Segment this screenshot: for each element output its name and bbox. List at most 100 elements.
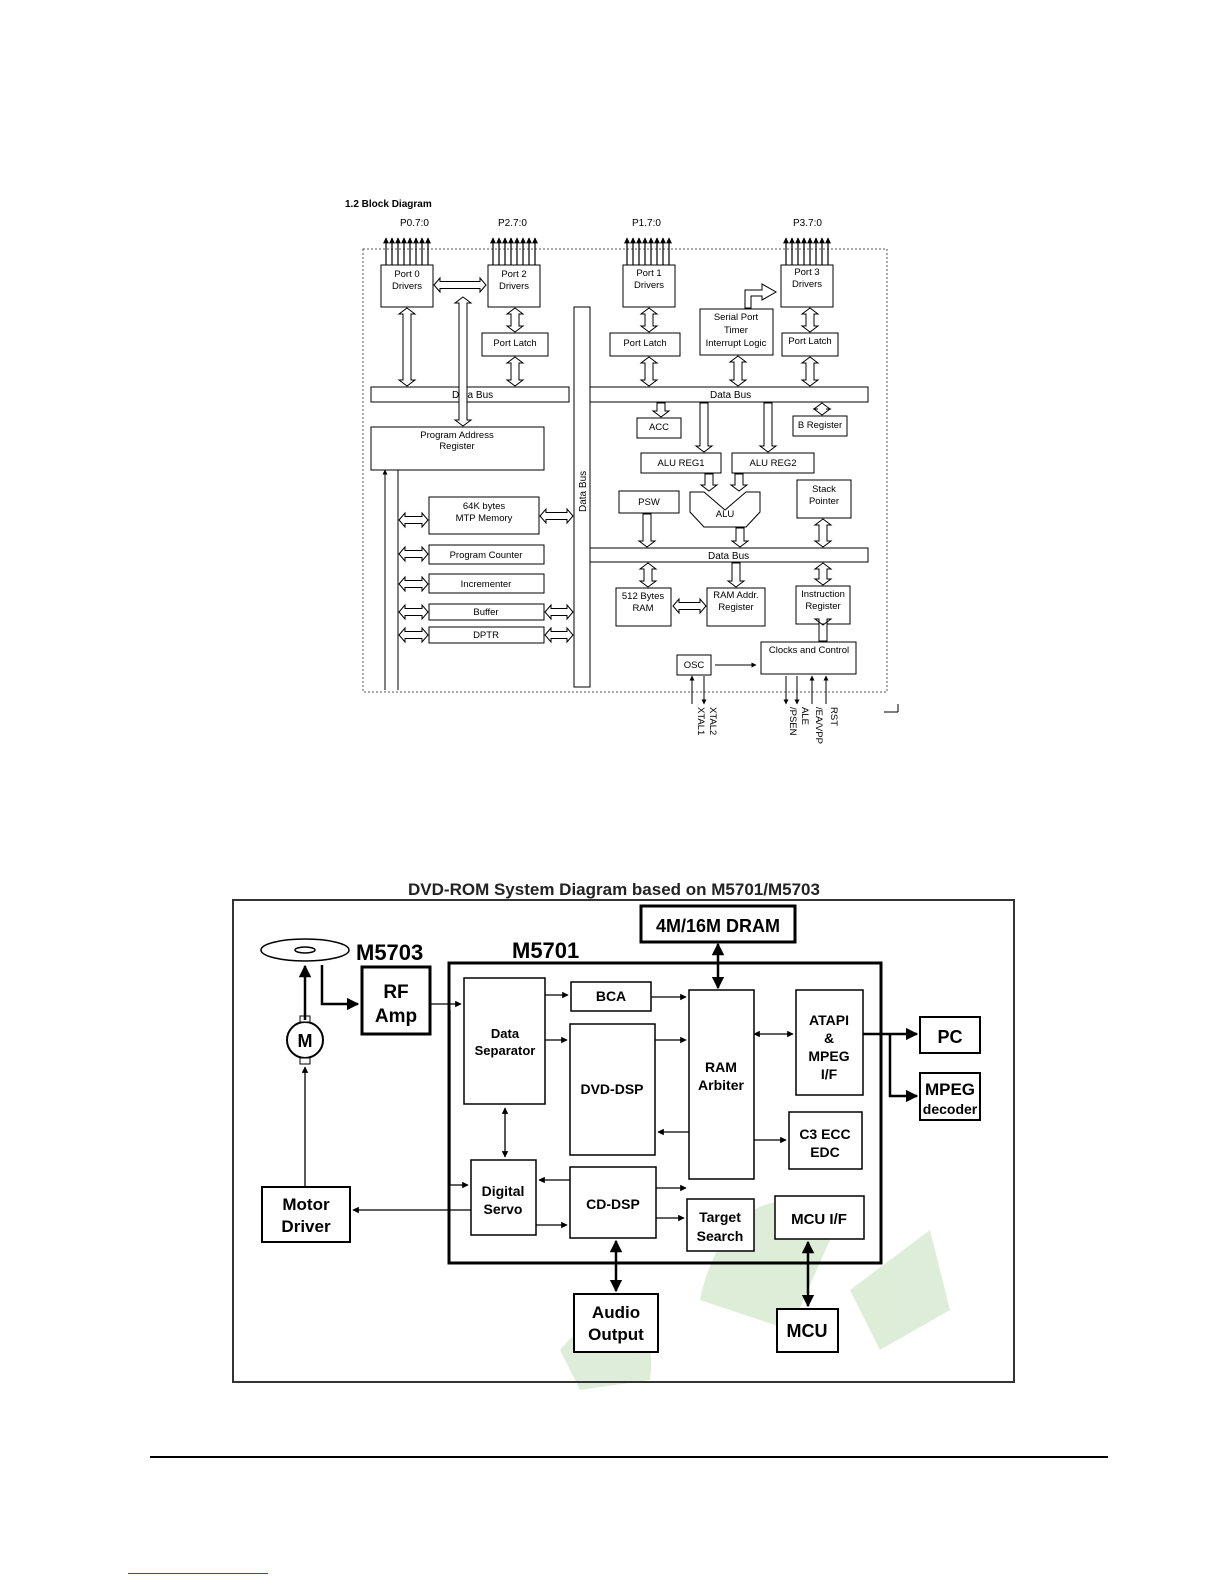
hollow-arrow	[433, 276, 487, 294]
port0-drivers	[380, 264, 434, 308]
dvd-dsp-block	[569, 1023, 656, 1156]
disc-icon	[260, 938, 350, 962]
port1-latch	[609, 332, 681, 357]
atapi-label: MPEG	[808, 1048, 849, 1064]
hollow-arrow	[398, 603, 429, 621]
mpeg-decoder-label: decoder	[923, 1101, 978, 1117]
pin-label: /EA/VPP	[813, 707, 824, 744]
chip-boundary	[362, 248, 888, 693]
ram-512-bytes	[615, 587, 672, 627]
data-separator-block	[463, 977, 546, 1105]
port-label-p3: P3.7:0	[793, 218, 822, 229]
hollow-arrow	[813, 562, 833, 586]
hollow-arrow	[505, 356, 525, 387]
alu-block	[689, 491, 761, 528]
hollow-arrow	[637, 513, 657, 548]
port2-latch-label: Port Latch	[493, 338, 536, 349]
hollow-arrow	[694, 402, 714, 453]
pa-register-label: Program Address	[420, 430, 494, 441]
audio-output-block	[573, 1293, 659, 1353]
instruction-register-label: Instruction	[801, 589, 845, 600]
rf-amp-block	[360, 965, 432, 1036]
buffer	[428, 603, 545, 621]
incrementer-label: Incrementer	[461, 579, 512, 590]
clocks-and-control	[760, 641, 857, 675]
pin-label: /PSEN	[787, 707, 798, 736]
alu-reg2	[731, 452, 815, 474]
dptr	[428, 626, 545, 644]
c3-ecc-edc-block	[788, 1111, 863, 1170]
ram-addr-label: Register	[718, 602, 753, 613]
mpeg-decoder-label: MPEG	[925, 1080, 975, 1099]
port1-label: Drivers	[634, 280, 664, 291]
m5701-label: M5701	[512, 938, 579, 963]
psw-label: PSW	[638, 497, 660, 508]
data-bus-upper-left	[370, 386, 570, 403]
pc-label: PC	[937, 1027, 962, 1047]
port1-drivers	[622, 264, 676, 308]
program-counter-label: Program Counter	[450, 550, 523, 561]
bus-connection-arrows	[397, 276, 833, 644]
data-bus-label: Data Bus	[452, 390, 493, 401]
alu-reg1-label: ALU REG1	[658, 458, 705, 469]
hollow-arrow	[453, 296, 473, 427]
footer-link-underline	[128, 1573, 268, 1574]
m5703-label: M5703	[356, 940, 423, 965]
mtp-label: 64K bytes	[463, 501, 505, 512]
target-search-label: Search	[697, 1228, 744, 1244]
mtp-memory	[428, 496, 540, 535]
acc-register	[636, 417, 682, 439]
dram-block	[639, 904, 797, 944]
data-separator-label: Separator	[475, 1043, 536, 1058]
ram-addr-register	[706, 587, 766, 627]
dram-label: 4M/16M DRAM	[656, 916, 780, 936]
hollow-arrow	[758, 402, 778, 453]
pa-register-label: Register	[439, 441, 474, 452]
buffer-label: Buffer	[473, 607, 498, 618]
atapi-label: &	[824, 1030, 834, 1046]
hollow-arrow	[398, 511, 429, 529]
instruction-register-label: Register	[805, 601, 840, 612]
stack-pointer-label: Stack	[812, 484, 836, 495]
audio-output-label: Output	[588, 1325, 644, 1344]
ram-addr-label: RAM Addr.	[713, 590, 758, 601]
incrementer	[428, 573, 545, 594]
cd-dsp-block	[569, 1166, 657, 1239]
mcu-label: MCU	[787, 1321, 828, 1341]
port3-drivers	[780, 264, 834, 308]
dvd-rom-system-diagram: DVD-ROM System Diagram based on M5701/M5…	[232, 880, 1015, 1390]
atapi-label: I/F	[821, 1066, 838, 1082]
hollow-arrow	[813, 618, 833, 642]
hollow-arrow	[800, 307, 820, 333]
hollow-arrow	[728, 355, 748, 387]
port-label-p0: P0.7:0	[400, 218, 429, 229]
alu-reg1	[640, 452, 722, 474]
port0-label: Port 0	[394, 269, 419, 280]
port2-latch	[481, 332, 549, 357]
instruction-register	[795, 585, 851, 625]
block-diagram-8051: 1.2 Block Diagram P0.7:0 P2.7:0 P1.7:0 P…	[345, 199, 899, 744]
port1-label: Port 1	[636, 268, 661, 279]
motor-icon: M	[286, 1015, 324, 1065]
pin-label: XTAL1	[695, 707, 706, 735]
mcu-block	[776, 1308, 839, 1353]
atapi-mpeg-arrow	[888, 1034, 919, 1103]
ram-arbiter-label: Arbiter	[698, 1077, 744, 1093]
disc-rf-arrow	[320, 965, 360, 1011]
hollow-arrow	[651, 402, 671, 418]
serial-port-label: Serial Port	[714, 312, 759, 323]
ram-label: 512 Bytes	[622, 591, 664, 602]
hollow-arrow	[539, 507, 574, 525]
hollow-arrow	[729, 473, 749, 492]
m5701-chip-boundary	[447, 961, 883, 1265]
hollow-arrow	[397, 307, 417, 387]
hollow-arrow	[638, 562, 658, 588]
mtp-label: MTP Memory	[456, 513, 513, 524]
clocks-control-label: Clocks and Control	[769, 645, 849, 656]
hollow-arrow	[544, 603, 574, 621]
b-register	[792, 415, 848, 437]
serial-port-timer	[699, 308, 774, 356]
serial-port-label: Timer	[724, 325, 748, 336]
hollow-arrow	[505, 307, 525, 333]
hollow-arrow	[812, 402, 832, 416]
